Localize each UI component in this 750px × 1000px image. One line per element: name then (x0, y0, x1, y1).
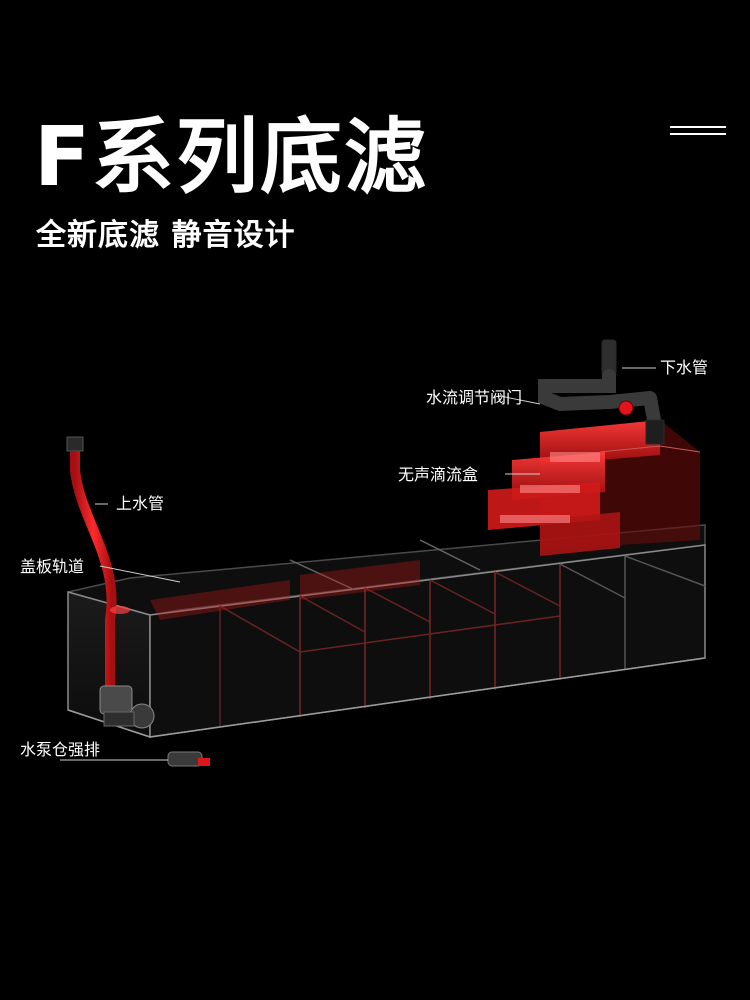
up-pipe (66, 436, 130, 690)
menu-icon[interactable] (670, 126, 726, 136)
tank-body (67, 524, 706, 739)
down-pipe (538, 339, 665, 445)
label-downpipe: 下水管 (660, 358, 709, 377)
label-pump-drain: 水泵仓强排 (20, 740, 101, 759)
label-cover-rail: 盖板轨道 (20, 557, 85, 576)
water-glow (150, 560, 420, 620)
label-leaders (60, 367, 656, 761)
sump-filter-illustration (60, 339, 706, 767)
pump-drain-valve (167, 751, 210, 767)
label-drip-box: 无声滴流盒 (398, 465, 479, 484)
pump (99, 685, 155, 729)
label-flow-valve: 水流调节阀门 (426, 388, 523, 407)
drip-box (488, 420, 701, 556)
label-uppipe: 上水管 (116, 494, 165, 513)
page-subtitle: 全新底滤 静音设计 (36, 218, 296, 253)
page-title: F系列底滤 (34, 110, 429, 205)
